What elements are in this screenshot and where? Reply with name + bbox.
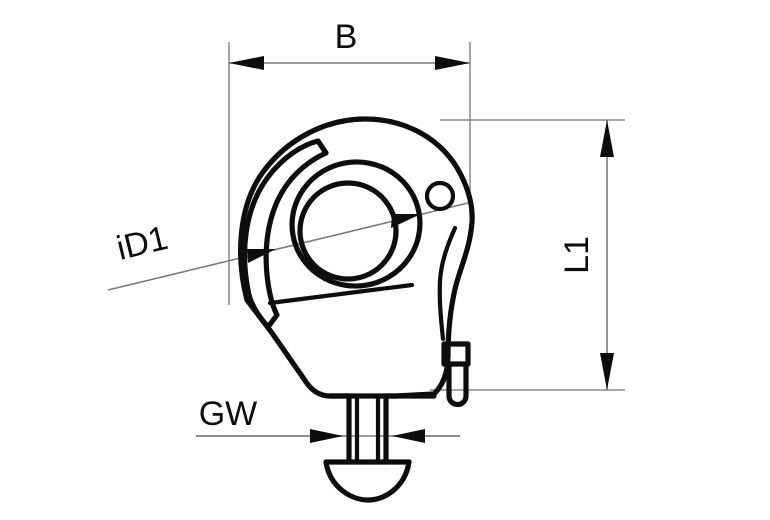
arrow-b-right	[435, 56, 470, 70]
safety-latch-outline	[241, 138, 329, 330]
arrow-gw-left	[310, 429, 343, 443]
hook-body-outline	[238, 116, 475, 399]
dimension-l1: L1	[558, 120, 614, 390]
dim-label-gw: GW	[199, 395, 258, 433]
bore-boss-ring	[289, 159, 423, 289]
dim-label-b: B	[335, 18, 358, 56]
hook-part-geometry	[238, 116, 475, 503]
arrow-l1-bottom	[600, 353, 614, 390]
latch-tail	[267, 282, 415, 306]
arrow-id1-right	[391, 214, 421, 228]
stud-domed-seat	[323, 459, 412, 503]
dim-label-l1: L1	[558, 236, 596, 274]
body-right-waist	[437, 225, 458, 342]
arrow-b-left	[229, 56, 264, 70]
pin-hole-circle	[424, 180, 456, 212]
arrow-l1-top	[600, 120, 614, 157]
dimension-b: B	[229, 18, 470, 70]
side-pin-shank	[446, 361, 469, 408]
arrow-id1-left	[247, 249, 276, 263]
dim-label-id1: iD1	[113, 219, 172, 268]
arrow-gw-right	[392, 429, 425, 443]
main-bore-circle	[297, 180, 399, 282]
dimension-gw: GW	[196, 395, 460, 443]
